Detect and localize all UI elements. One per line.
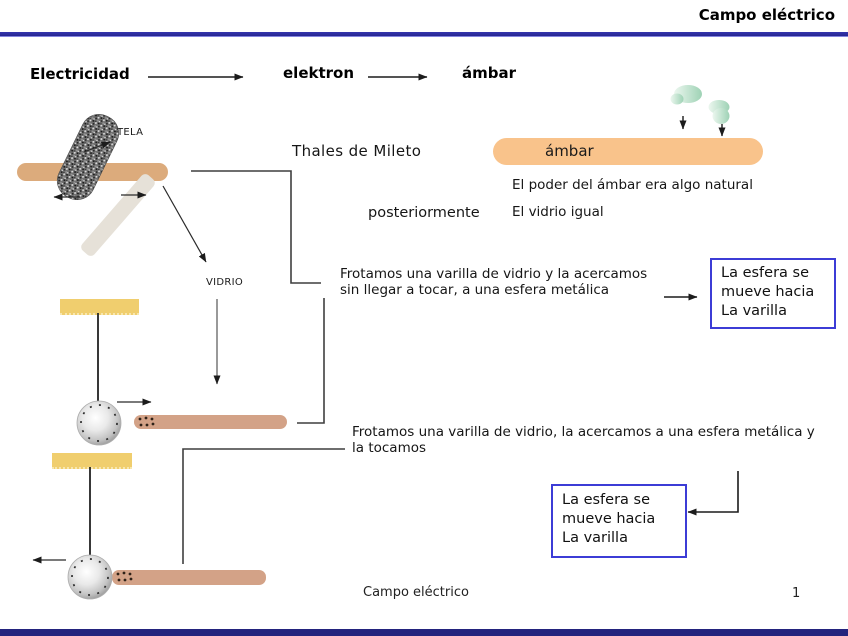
experiment2-description: Frotamos una varilla de vidrio, la acerc… [352, 424, 815, 456]
flow-term-ambar: ámbar [462, 64, 517, 82]
thales-label: Thales de Mileto [292, 142, 422, 160]
metal-sphere-2 [67, 554, 113, 600]
glass-rod-2 [112, 570, 266, 585]
amber-note: El poder del ámbar era algo natural [512, 177, 753, 193]
rubbed-rod [17, 163, 168, 181]
tela-label: TELA [117, 127, 144, 138]
experiment1-line2: sin llegar a tocar, a una esfera metálic… [340, 282, 610, 298]
footer-title: Campo eléctrico [363, 585, 469, 600]
slide-title: Campo eléctrico [698, 6, 835, 24]
result-box-1: La esfera se mueve hacia La varilla [710, 258, 836, 329]
glass-note: El vidrio igual [512, 204, 604, 220]
result1-line3: La varilla [721, 303, 787, 319]
later-label: posteriormente [368, 205, 480, 221]
connector-text-to-rod2 [182, 448, 345, 564]
vidrio-pointer-arrow-icon [162, 185, 207, 263]
bottom-accent-bar [0, 629, 848, 636]
connector-rub-to-text [191, 170, 321, 284]
pendulum2-support [52, 453, 132, 469]
experiment1-line1: Frotamos una varilla de vidrio y la acer… [340, 266, 648, 282]
light-rod-shape [81, 174, 155, 256]
vidrio-label: VIDRIO [206, 277, 244, 288]
experiment2-line1: Frotamos una varilla de vidrio, la acerc… [352, 424, 815, 440]
connector-text-to-rod1 [297, 298, 325, 424]
amber-bar-label: ámbar [545, 142, 594, 160]
result2-line1: La esfera se [562, 492, 651, 508]
glass-rod-1 [134, 415, 287, 429]
attracted-particle-blob-2 [708, 100, 730, 124]
result-box-2: La esfera se mueve hacia La varilla [551, 484, 687, 558]
result1-line1: La esfera se [721, 265, 810, 281]
metal-sphere-1 [76, 400, 122, 446]
result2-line3: La varilla [562, 530, 628, 546]
tela-pointer-arrow-icon [83, 141, 111, 153]
attracted-particle-blob-1 [670, 85, 702, 105]
experiment2-line2: la tocamos [352, 440, 427, 456]
tela-cloth-shape [56, 113, 120, 201]
flow-term-electricidad: Electricidad [30, 65, 130, 83]
result2-line2: mueve hacia [562, 511, 656, 527]
amber-bar: ámbar [493, 138, 763, 165]
title-rule [0, 32, 848, 37]
connector-to-result-box-2 [687, 471, 739, 516]
result1-line2: mueve hacia [721, 284, 815, 300]
pendulum1-support [60, 299, 139, 315]
experiment1-description: Frotamos una varilla de vidrio y la acer… [340, 266, 647, 298]
footer-page-number: 1 [792, 586, 801, 601]
flow-term-elektron: elektron [283, 64, 355, 82]
